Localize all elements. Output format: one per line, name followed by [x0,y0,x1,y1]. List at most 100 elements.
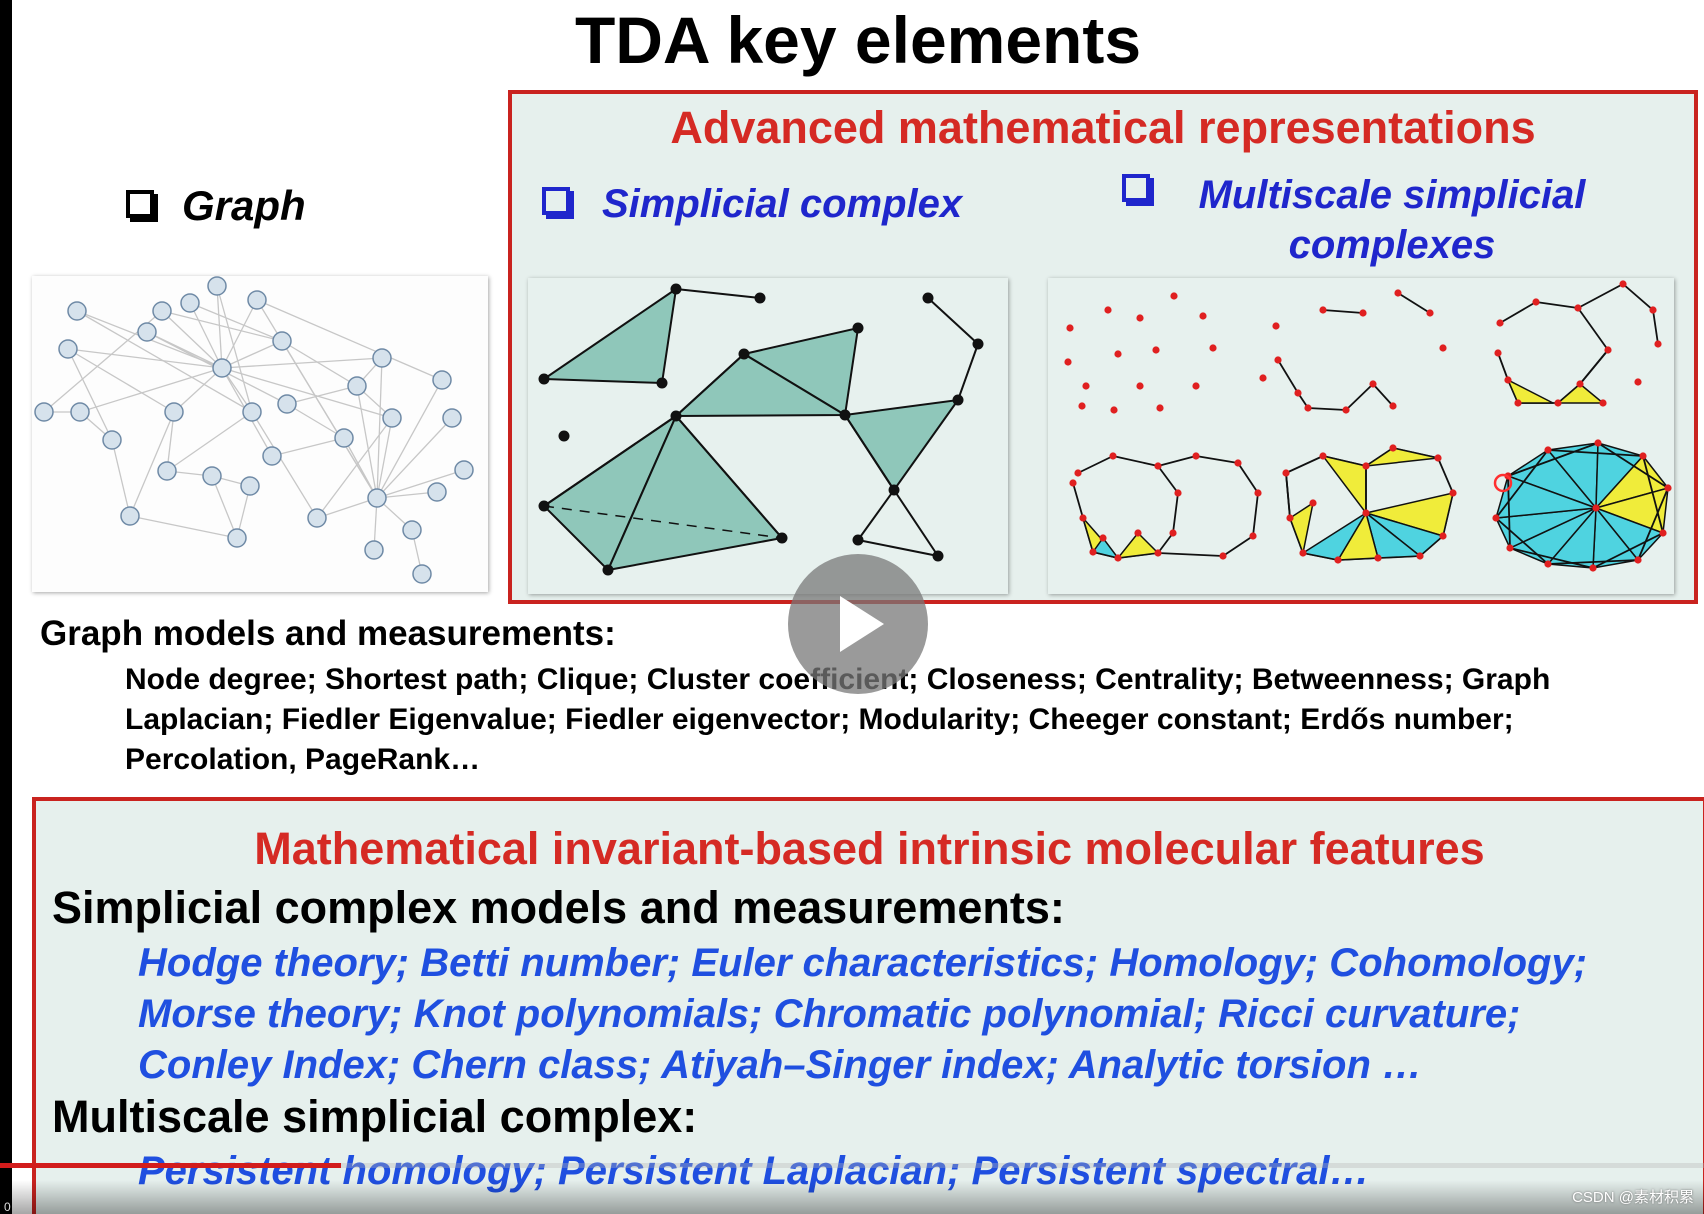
time-readout: 0 [4,1200,11,1214]
multiscale-point [1576,380,1584,388]
multiscale-point [1136,382,1144,390]
graph-edge [221,340,283,369]
multiscale-edge [1072,482,1084,519]
graph-edge [76,310,253,413]
graph-node [272,331,292,351]
graph-edge [376,379,443,499]
multiscale-edge [1285,455,1324,474]
multiscale-edge [1237,462,1259,494]
multiscale-point [1169,529,1177,537]
graph-edge [281,340,378,499]
advanced-representations-box: Advanced mathematical representations Si… [508,90,1698,604]
progress-bar[interactable] [0,1163,1704,1168]
graph-edge [173,367,223,413]
multiscale-point [1496,319,1504,327]
graph-edge [67,348,223,369]
simplex-edge [957,343,979,401]
multiscale-point [1199,312,1207,320]
multiscale-point [1136,314,1144,322]
multiscale-edge [1507,442,1599,477]
checkbox-bullet-icon [1122,174,1150,202]
multiscale-edge [1345,383,1374,411]
multiscale-point [1134,529,1142,537]
graph-edge [343,437,378,499]
multiscale-edge [1497,352,1509,381]
graph-node [402,520,422,540]
multiscale-edge [1495,517,1549,565]
simplex-vertex [852,534,864,546]
play-button[interactable] [788,554,928,694]
simplex-vertex [952,394,964,406]
simplex-vertex [852,322,864,334]
graph-edge [166,411,253,472]
multiscale-point [1099,534,1107,542]
multiscale-triangle [1116,531,1160,559]
graph-edge [356,385,378,499]
multiscale-edge [1499,301,1537,324]
graph-node [207,276,227,296]
multiscale-edge [1535,301,1579,309]
multiscale-point [1362,509,1370,517]
graph-edge [67,348,175,413]
multiscale-point [1154,462,1162,470]
multiscale-point [1319,306,1327,314]
simplicial-complex-label-text: Simplicial complex [602,182,963,226]
multiscale-point [1654,340,1662,348]
multiscale-point [1309,499,1317,507]
multiscale-point [1439,532,1447,540]
simplex-edge [857,489,895,541]
multiscale-point [1286,514,1294,522]
graph-edge [221,357,383,369]
multiscale-edge [1622,283,1654,311]
simplex-vertex [656,377,668,389]
multiscale-point [1272,322,1280,330]
simplex-vertex [538,373,550,385]
multiscale-edge [1112,455,1159,467]
multiscale-point [1082,382,1090,390]
graph-node [262,446,282,466]
graph-edge [189,302,223,369]
graph-models-line: Percolation, PageRank… [125,743,481,776]
invariant-features-box: Mathematical invariant-based intrinsic m… [32,797,1704,1214]
simplex-triangle [843,398,961,492]
multiscale-point [1492,514,1500,522]
multiscale-edge [1077,455,1114,474]
simplex-vertex [558,430,570,442]
simplicial-measurements-line: Morse theory; Knot polynomials; Chromati… [138,992,1521,1036]
multiscale-edge [1547,559,1639,565]
graph-edge [376,417,393,499]
simplicial-measurements-line: Conley Index; Chern class; Atiyah–Singer… [138,1043,1422,1087]
simplex-edge [543,415,677,507]
simplex-edge [857,539,939,557]
multiscale-point [1192,452,1200,460]
multiscale-edge [1322,309,1364,314]
multiscale-edge [1637,487,1669,561]
graph-models-list: Node degree; Shortest path; Clique; Clus… [125,660,1704,780]
multiscale-point [1362,462,1370,470]
graph-edge [271,437,345,457]
graph-edge [129,411,175,517]
multiscale-edge [1509,547,1594,569]
multiscale-measurements-line: Persistent homology; Persistent Laplacia… [138,1149,1370,1193]
multiscale-triangle [1365,447,1439,467]
multiscale-edge [1157,465,1179,494]
simplex-vertex [972,338,984,350]
multiscale-edge [1652,309,1659,345]
simplicial-complex-figure [538,283,984,576]
simplex-vertex [754,292,766,304]
multiscale-point [1294,389,1302,397]
multiscale-point [1079,514,1087,522]
multiscale-point [1078,402,1086,410]
graph-label: Graph [126,182,306,230]
multiscale-point [1114,554,1122,562]
multiscale-point [1304,404,1312,412]
graph-node [367,488,387,508]
slide-title: TDA key elements [574,3,1142,77]
multiscale-point [1389,444,1397,452]
multiscale-point [1649,306,1657,314]
multiscale-point [1156,404,1164,412]
multiscale-point [1434,454,1442,462]
advanced-heading: Advanced mathematical representations [670,102,1536,153]
multiscale-edge [1307,407,1347,411]
